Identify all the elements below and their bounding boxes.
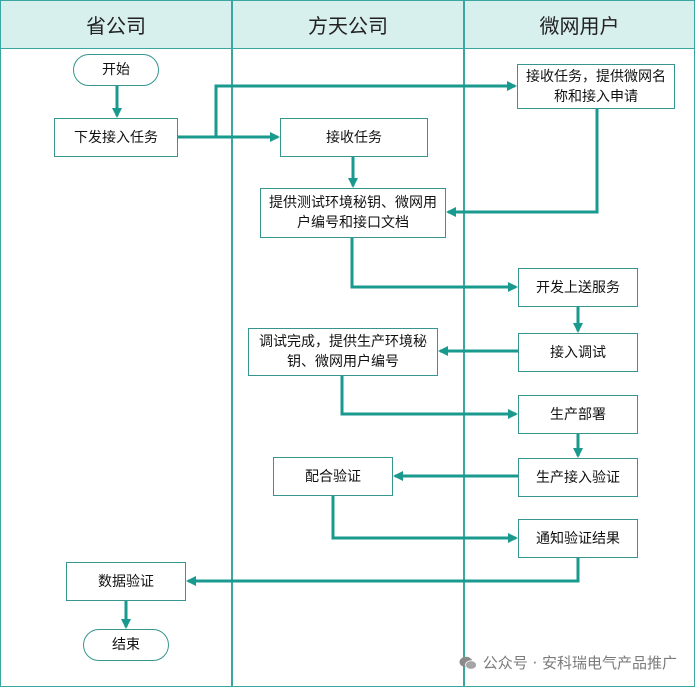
watermark: 公众号 · 安科瑞电气产品推广 [459, 652, 677, 673]
lane-header-province: 省公司 [0, 0, 232, 49]
production-deploy-node: 生产部署 [518, 395, 638, 434]
wechat-icon [459, 656, 477, 670]
end-node: 结束 [83, 629, 169, 661]
start-node: 开始 [73, 54, 159, 86]
data-verify-node: 数据验证 [66, 562, 186, 601]
lane-header-microgrid-user: 微网用户 [464, 0, 695, 49]
user-receive-apply-node: 接收任务，提供微网名称和接入申请 [517, 64, 675, 109]
provide-test-env-node: 提供测试环境秘钥、微网用户编号和接口文档 [260, 188, 446, 238]
arrow-notify-to-dataverify [186, 558, 580, 586]
develop-upload-service-node: 开发上送服务 [518, 268, 638, 307]
arrow-cooperate-to-notify [331, 495, 518, 543]
receive-task-node: 接收任务 [280, 118, 428, 157]
notify-verify-result-node: 通知验证结果 [518, 519, 638, 558]
issue-access-task-node: 下发接入任务 [54, 118, 178, 157]
watermark-text: 公众号 · 安科瑞电气产品推广 [482, 654, 677, 672]
lane-header-fangtian: 方天公司 [232, 0, 464, 49]
prod-access-verify-node: 生产接入验证 [518, 458, 638, 497]
cooperate-verify-node: 配合验证 [273, 457, 393, 496]
lane-divider [463, 0, 465, 687]
access-debug-node: 接入调试 [518, 333, 638, 372]
arrow-debugdone-to-deploy [340, 376, 518, 419]
arrow-user-to-provide [446, 108, 599, 217]
lane-divider [231, 0, 233, 687]
arrow-issue-to-user [178, 81, 517, 139]
debug-done-provide-prod-node: 调试完成，提供生产环境秘钥、微网用户编号 [248, 328, 438, 376]
arrow-provide-to-develop [350, 238, 518, 292]
